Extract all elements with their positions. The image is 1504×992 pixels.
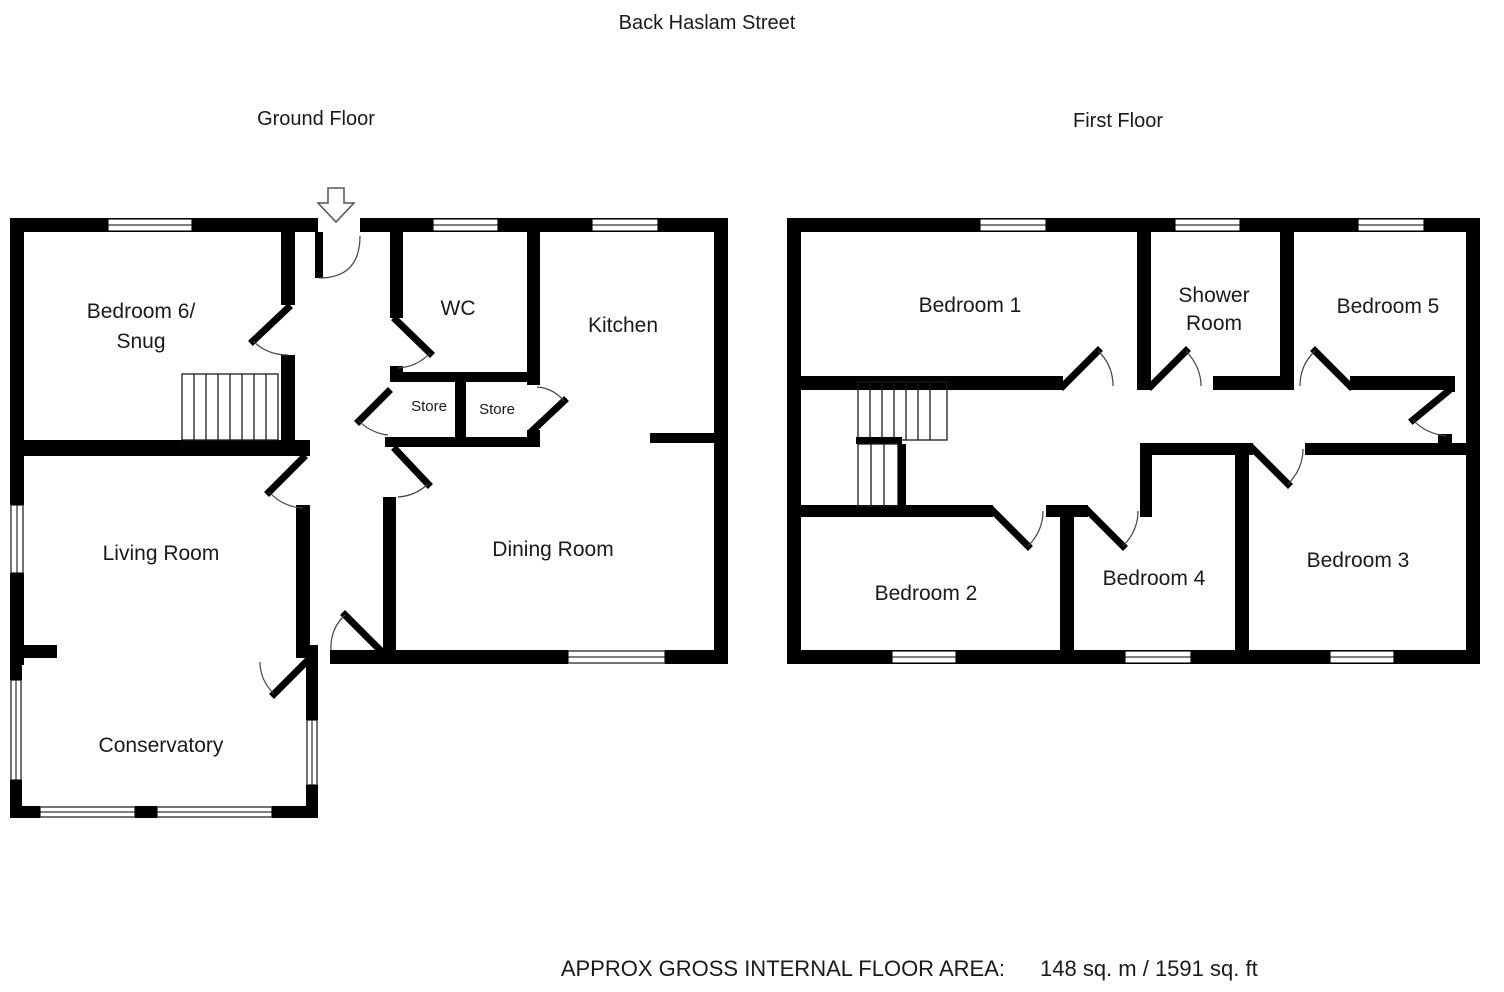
room-label-bedroom3: Bedroom 3 bbox=[1307, 549, 1410, 572]
room-label-store2: Store bbox=[479, 401, 515, 418]
room-label-bedroom6-line1: Bedroom 6/ bbox=[87, 300, 196, 323]
room-label-shower-line2: Room bbox=[1186, 312, 1242, 335]
room-label-bedroom2: Bedroom 2 bbox=[875, 582, 978, 605]
window-symbol bbox=[156, 806, 273, 818]
door-symbol-store2 bbox=[528, 386, 569, 435]
door-symbol-bedroom3 bbox=[1248, 444, 1304, 489]
door-symbol-hall-dining bbox=[391, 445, 433, 498]
first-floor-doors bbox=[988, 346, 1452, 551]
room-label-living-room: Living Room bbox=[103, 542, 220, 565]
footer-area-label: APPROX GROSS INTERNAL FLOOR AREA: bbox=[561, 956, 1005, 981]
ground-floor-windows bbox=[10, 218, 666, 818]
room-label-bedroom5: Bedroom 5 bbox=[1337, 295, 1440, 318]
window-symbol bbox=[39, 806, 136, 818]
door-symbol-bedroom1 bbox=[1058, 346, 1114, 391]
window-symbol bbox=[891, 650, 957, 664]
door-symbol-shower-room bbox=[1146, 346, 1202, 391]
window-symbol bbox=[1357, 218, 1425, 232]
room-label-bedroom1: Bedroom 1 bbox=[919, 294, 1022, 317]
window-symbol bbox=[567, 650, 666, 664]
window-symbol bbox=[10, 504, 24, 574]
room-label-wc: WC bbox=[441, 297, 476, 320]
door-symbol-living-room bbox=[264, 453, 308, 509]
page-title: Back Haslam Street bbox=[619, 12, 796, 34]
door-symbol-hall-rear bbox=[330, 610, 385, 655]
door-symbol-bedroom6 bbox=[248, 303, 293, 356]
first-floor-label: First Floor bbox=[1073, 110, 1163, 132]
door-symbol-bedroom2 bbox=[988, 506, 1044, 551]
footer-area: APPROX GROSS INTERNAL FLOOR AREA: 148 sq… bbox=[561, 956, 1258, 981]
entrance-door-symbol bbox=[315, 232, 361, 279]
window-symbol bbox=[107, 218, 193, 232]
door-symbol-store1 bbox=[354, 387, 393, 436]
window-symbol bbox=[10, 679, 22, 781]
room-label-bedroom4: Bedroom 4 bbox=[1103, 567, 1206, 590]
stairs-first-floor bbox=[856, 381, 948, 507]
window-symbol bbox=[432, 218, 499, 232]
ground-floor-doors bbox=[248, 232, 569, 699]
room-label-dining-room: Dining Room bbox=[492, 538, 613, 561]
door-symbol-cupboard bbox=[1408, 387, 1452, 437]
door-symbol-conservatory bbox=[259, 657, 311, 699]
entrance-arrow-icon bbox=[316, 187, 356, 224]
door-symbol-bedroom5 bbox=[1299, 346, 1355, 391]
window-symbol bbox=[591, 218, 659, 232]
first-floor-plan: Bedroom 1 Shower Room Bedroom 5 Bedroom … bbox=[787, 218, 1480, 664]
first-floor-windows bbox=[891, 218, 1425, 664]
stairs-ground-floor bbox=[181, 373, 279, 441]
ground-floor-room-labels: Bedroom 6/ Snug WC Kitchen Store Store L… bbox=[87, 297, 658, 757]
first-floor-room-labels: Bedroom 1 Shower Room Bedroom 5 Bedroom … bbox=[875, 284, 1440, 605]
ground-floor-walls bbox=[10, 218, 728, 818]
window-symbol bbox=[979, 218, 1047, 232]
ground-floor-plan: Bedroom 6/ Snug WC Kitchen Store Store L… bbox=[10, 187, 728, 818]
room-label-bedroom6-line2: Snug bbox=[116, 330, 165, 353]
room-label-conservatory: Conservatory bbox=[99, 734, 224, 757]
room-label-store1: Store bbox=[411, 398, 447, 415]
door-symbol-wc bbox=[391, 315, 435, 369]
window-symbol bbox=[306, 719, 318, 786]
window-symbol bbox=[1124, 650, 1192, 664]
room-label-kitchen: Kitchen bbox=[588, 314, 658, 337]
door-symbol-bedroom4 bbox=[1083, 506, 1139, 551]
footer-area-value: 148 sq. m / 1591 sq. ft bbox=[1040, 956, 1258, 981]
ground-floor-label: Ground Floor bbox=[257, 108, 375, 130]
room-label-shower-line1: Shower bbox=[1178, 284, 1249, 307]
window-symbol bbox=[1329, 650, 1395, 664]
window-symbol bbox=[1174, 218, 1241, 232]
